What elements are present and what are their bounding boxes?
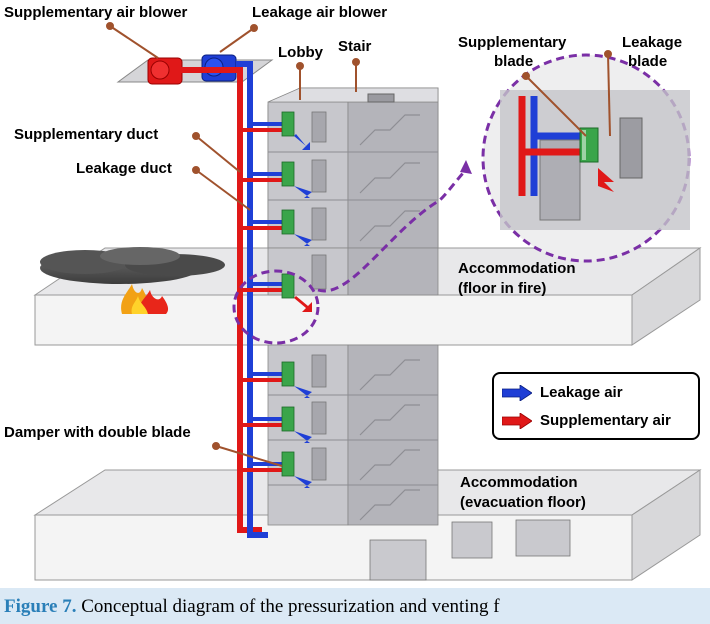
legend: Leakage air Supplementary air (492, 372, 700, 440)
label-lobby: Lobby (278, 44, 323, 61)
zoom-detail (481, 53, 691, 263)
label-accommodation-fire-1: Accommodation (458, 260, 576, 277)
stair-roof-vent (367, 93, 395, 103)
flow-arrows-blue (294, 134, 312, 488)
supplementary-air-blower-icon (147, 57, 183, 85)
caption-body: Conceptual diagram of the pressurization… (81, 596, 500, 617)
label-accommodation-fire-2: (floor in fire) (458, 280, 547, 297)
ground-floor-openings (369, 519, 571, 581)
label-leakage-duct: Leakage duct (76, 160, 172, 177)
detail-connector-arrowhead (460, 160, 472, 174)
legend-item-supplementary: Supplementary air (502, 412, 671, 429)
legend-item-leakage: Leakage air (502, 384, 623, 401)
label-leakage-blade-2: blade (628, 53, 668, 70)
fire-icon (121, 284, 169, 314)
tower-lower (267, 247, 439, 526)
label-accommodation-evac-1: Accommodation (460, 474, 578, 491)
leader-lines (106, 22, 612, 467)
legend-label-leakage: Leakage air (540, 384, 623, 401)
dampers (281, 111, 295, 477)
label-leakage-blade-1: Leakage (622, 34, 683, 51)
red-arrow-icon (502, 412, 532, 429)
caption-text: Figure 7. Conceptual diagram of the pres… (4, 596, 500, 618)
label-supplementary-blade-1: Supplementary (458, 34, 567, 51)
leakage-duct (236, 61, 268, 538)
duct-branches (240, 122, 282, 472)
label-supplementary-duct: Supplementary duct (14, 126, 159, 143)
caption-figure-label: Figure 7. (4, 596, 77, 617)
label-supplementary-blade-2: blade (494, 53, 534, 70)
blue-arrow-icon (502, 384, 532, 401)
detail-highlight-ellipse (232, 269, 320, 345)
legend-label-supplementary: Supplementary air (540, 412, 671, 429)
label-leakage-air-blower: Leakage air blower (252, 4, 388, 21)
label-damper: Damper with double blade (4, 424, 191, 441)
label-supplementary-air-blower: Supplementary air blower (4, 4, 188, 21)
figure-caption: Figure 7. Conceptual diagram of the pres… (0, 588, 710, 624)
label-accommodation-evac-2: (evacuation floor) (460, 494, 586, 511)
lobby-doors (311, 111, 327, 481)
smoke-cloud (40, 247, 225, 284)
label-stair: Stair (338, 38, 372, 55)
flow-arrow-red (294, 296, 312, 312)
pressurization-diagram (33, 22, 702, 581)
